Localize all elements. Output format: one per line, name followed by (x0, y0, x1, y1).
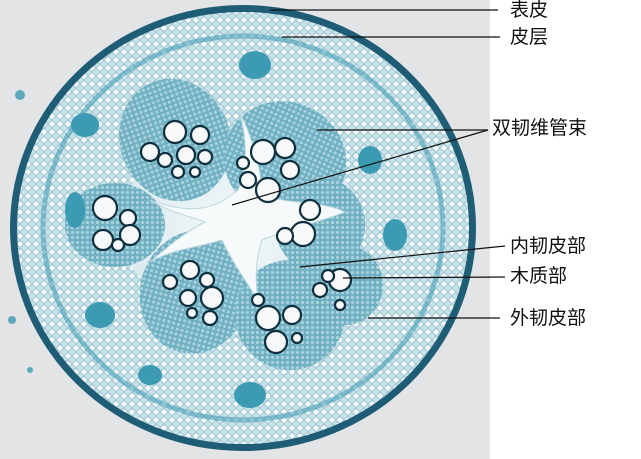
label-epidermis: 表皮 (510, 0, 549, 21)
label-bicollateral-bundle: 双韧维管束 (492, 117, 588, 139)
label-cortex: 皮层 (510, 26, 549, 48)
label-xylem: 木质部 (510, 265, 568, 287)
sclerenchyma-ring (40, 33, 446, 423)
slide-debris (8, 90, 33, 373)
label-outer-phloem: 外韧皮部 (510, 307, 587, 329)
label-inner-phloem: 内韧皮部 (510, 235, 587, 257)
